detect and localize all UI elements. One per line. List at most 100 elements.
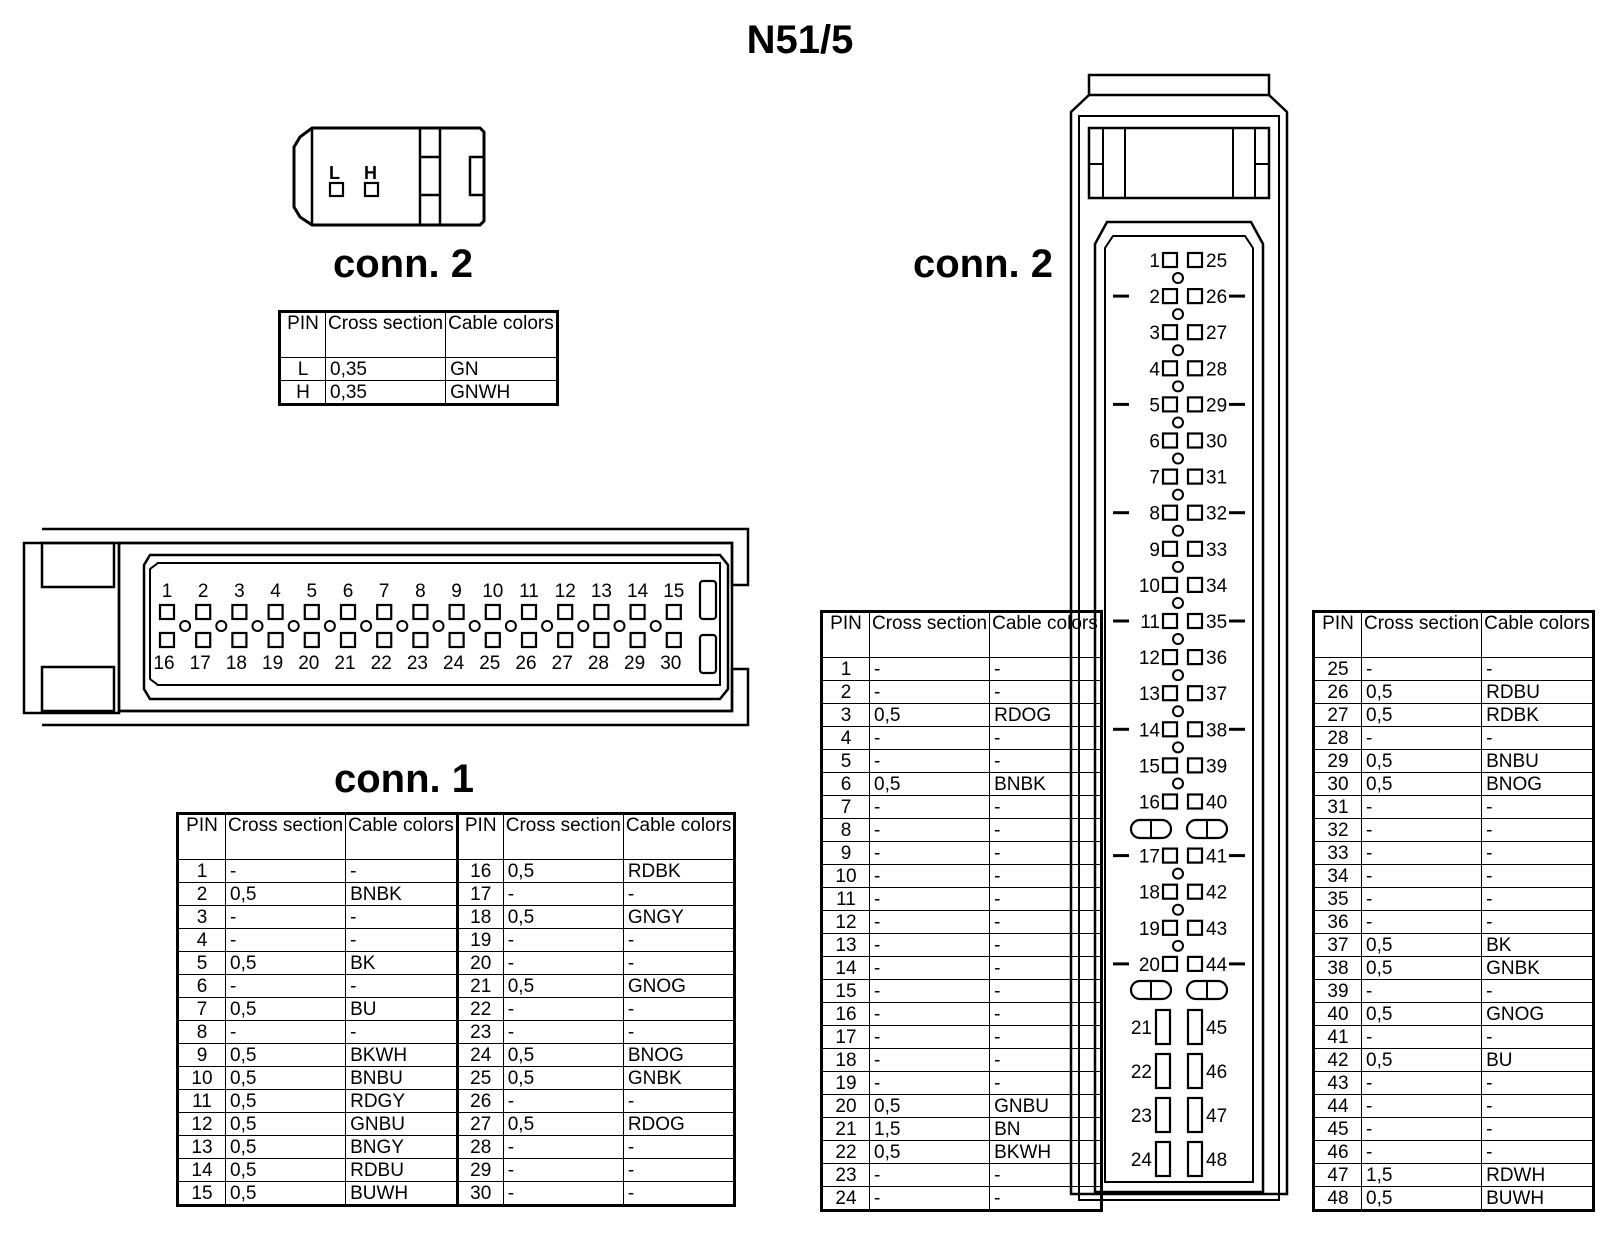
- pin-cell: 13: [821, 933, 870, 957]
- pin-socket: [412, 603, 429, 621]
- cable-color-cell: BNBK: [345, 882, 458, 906]
- cross-section-cell: 0,5: [224, 882, 347, 906]
- cross-section-cell: 0,5: [224, 1089, 347, 1113]
- pin-cell: 37: [1313, 933, 1362, 957]
- table-row: 45--: [1313, 1117, 1594, 1141]
- pin-cell: 33: [1313, 841, 1362, 865]
- pin-number-label: 38: [1206, 720, 1227, 741]
- pin-socket: [1186, 919, 1204, 936]
- cable-color-cell: RDBK: [1481, 703, 1594, 727]
- pin-socket: [1161, 685, 1179, 702]
- pin-cell: 16: [821, 1002, 870, 1026]
- pin-number-label: 31: [1206, 468, 1227, 489]
- cross-section-cell: -: [868, 795, 991, 819]
- cable-color-cell: -: [989, 933, 1102, 957]
- pin-number-label: 2: [198, 581, 209, 602]
- pin-socket: [1186, 360, 1204, 377]
- cross-section-cell: -: [1360, 1071, 1483, 1095]
- pin-socket: [1161, 468, 1179, 485]
- cable-color-cell: RDWH: [1481, 1163, 1594, 1187]
- pin-number-label: 4: [270, 581, 281, 602]
- pin-cell: 4: [177, 928, 226, 952]
- cable-color-cell: BK: [1481, 933, 1594, 957]
- cross-section-cell: -: [224, 928, 347, 952]
- pin-number-label: 29: [1206, 395, 1227, 416]
- coding-pin: [1172, 777, 1184, 790]
- table-row: 25--: [1313, 657, 1594, 681]
- cable-color-cell: GNOG: [622, 974, 736, 998]
- cable-color-cell: -: [989, 680, 1102, 704]
- pin-number-label: 34: [1206, 576, 1228, 597]
- pin-cell: 2: [177, 882, 226, 906]
- cross-section-cell: 0,5: [1360, 772, 1483, 796]
- pin-cell: 24: [455, 1043, 504, 1067]
- conn2-small-connector-drawing: L H: [292, 126, 486, 227]
- pin-cell: 20: [821, 1094, 870, 1118]
- cable-color-cell: -: [1481, 818, 1594, 842]
- cross-section-cell: -: [868, 1025, 991, 1049]
- cross-section-cell: -: [1360, 1025, 1483, 1049]
- pin-cell: 3: [177, 905, 226, 929]
- pin-number-label: 24: [443, 653, 465, 674]
- cross-section-cell: -: [1360, 887, 1483, 911]
- table-row: 24--: [821, 1186, 1102, 1211]
- cross-section-cell: -: [1360, 795, 1483, 819]
- pin-cell: H: [279, 380, 326, 405]
- cross-section-cell: -: [1360, 864, 1483, 888]
- pin-number-label: 36: [1206, 648, 1227, 669]
- pin-cell: 18: [821, 1048, 870, 1072]
- cross-section-cell: 0,5: [224, 1181, 347, 1206]
- table-row: 10--: [821, 864, 1102, 888]
- cross-section-cell: -: [1360, 910, 1483, 934]
- pin-number-label: 42: [1206, 883, 1227, 904]
- pin-cell: 15: [177, 1181, 226, 1206]
- cable-color-cell: GNBU: [989, 1094, 1102, 1118]
- pin-cell: 7: [821, 795, 870, 819]
- cable-color-cell: -: [345, 928, 458, 952]
- cross-section-cell: -: [868, 726, 991, 750]
- pin-cell: 30: [1313, 772, 1362, 796]
- pin-number-label: 17: [190, 653, 211, 674]
- pin-socket: [195, 631, 212, 649]
- pin-cell: 46: [1313, 1140, 1362, 1164]
- cable-color-cell: -: [1481, 864, 1594, 888]
- cable-color-cell: GNBK: [1481, 956, 1594, 980]
- pin-socket: [665, 603, 682, 621]
- pin-number-label: 35: [1206, 612, 1227, 633]
- cable-color-cell: -: [1481, 1094, 1594, 1118]
- cable-color-cell: GNBU: [345, 1112, 458, 1136]
- cross-section-cell: -: [1360, 979, 1483, 1003]
- conn1-label: conn. 1: [334, 757, 475, 801]
- table-row: 8--: [821, 818, 1102, 842]
- pin-socket: [1186, 251, 1204, 269]
- pin-number-label: 7: [379, 581, 390, 602]
- pin-socket: [665, 631, 682, 649]
- cable-color-cell: -: [622, 1158, 736, 1182]
- pin-number-label: 29: [624, 653, 645, 674]
- coding-pin: [613, 620, 626, 632]
- coding-pin: [1172, 308, 1184, 321]
- pin-socket: [1186, 468, 1204, 485]
- pin-cell: 41: [1313, 1025, 1362, 1049]
- coding-pin: [1172, 416, 1184, 429]
- coding-pin: [1172, 560, 1184, 573]
- pin-number-label: 15: [1139, 756, 1160, 777]
- pin-socket: [1161, 251, 1179, 269]
- pin-number-label: 19: [1139, 919, 1160, 940]
- pin-cell: 43: [1313, 1071, 1362, 1095]
- pin-cell: 15: [821, 979, 870, 1003]
- cross-section-cell: 0,5: [502, 974, 624, 998]
- header-pin: PIN: [1313, 611, 1362, 658]
- coding-pin: [432, 620, 445, 632]
- pin-socket: [1186, 883, 1204, 900]
- cable-color-cell: BN: [989, 1117, 1102, 1141]
